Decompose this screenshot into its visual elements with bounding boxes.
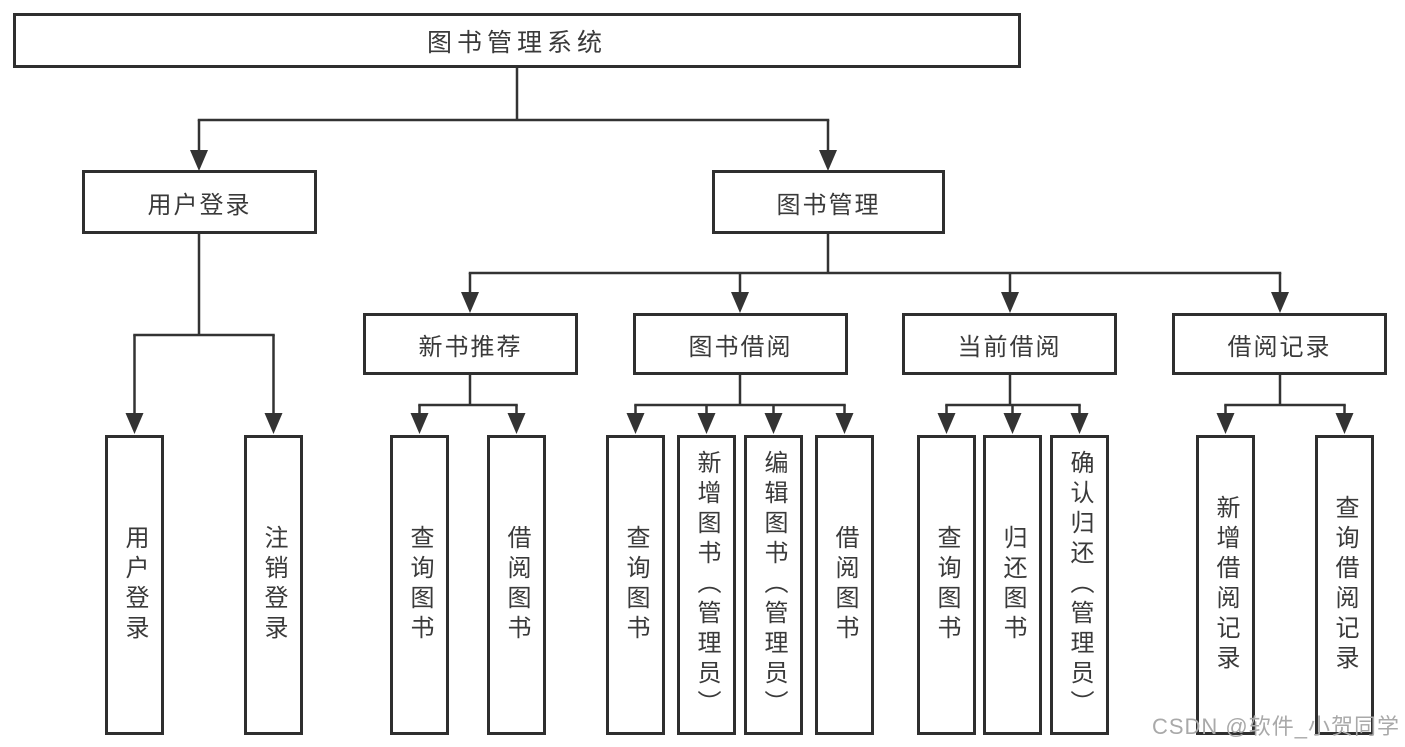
leaf-query-book-recommend: 查询图书 xyxy=(390,435,449,735)
node-book-borrow: 图书借阅 xyxy=(633,313,848,375)
leaf-logout-login: 注销登录 xyxy=(244,435,303,735)
leaf-borrow-book: 借阅图书 xyxy=(815,435,874,735)
connector-current-borrow-to-leaves xyxy=(937,375,1089,434)
leaf-confirm-return-admin: 确认归还（管理员） xyxy=(1050,435,1109,735)
leaf-query-book-borrow: 查询图书 xyxy=(606,435,665,735)
leaf-add-book-admin: 新增图书（管理员） xyxy=(677,435,736,735)
connector-root-to-level2 xyxy=(190,68,837,171)
leaf-return-book: 归还图书 xyxy=(983,435,1042,735)
connector-book-management-to-level3 xyxy=(461,234,1289,313)
connector-borrow-record-to-leaves xyxy=(1216,375,1354,434)
connector-book-borrow-to-leaves xyxy=(626,375,854,434)
node-book-management: 图书管理 xyxy=(712,170,945,234)
node-new-book-recommend: 新书推荐 xyxy=(363,313,578,375)
watermark: CSDN @软件_小贺同学 xyxy=(1151,714,1400,739)
node-root: 图书管理系统 xyxy=(13,13,1021,68)
connector-new-book-recommend-to-leaves xyxy=(410,375,526,434)
node-borrow-record: 借阅记录 xyxy=(1172,313,1387,375)
connector-user-login-to-leaves xyxy=(125,234,283,434)
leaf-query-borrow-record: 查询借阅记录 xyxy=(1315,435,1374,735)
leaf-user-login: 用户登录 xyxy=(105,435,164,735)
node-user-login: 用户登录 xyxy=(82,170,317,234)
leaf-query-book-current: 查询图书 xyxy=(917,435,976,735)
leaf-edit-book-admin: 编辑图书（管理员） xyxy=(744,435,803,735)
leaf-add-borrow-record: 新增借阅记录 xyxy=(1196,435,1255,735)
node-current-borrow: 当前借阅 xyxy=(902,313,1117,375)
leaf-borrow-book-recommend: 借阅图书 xyxy=(487,435,546,735)
